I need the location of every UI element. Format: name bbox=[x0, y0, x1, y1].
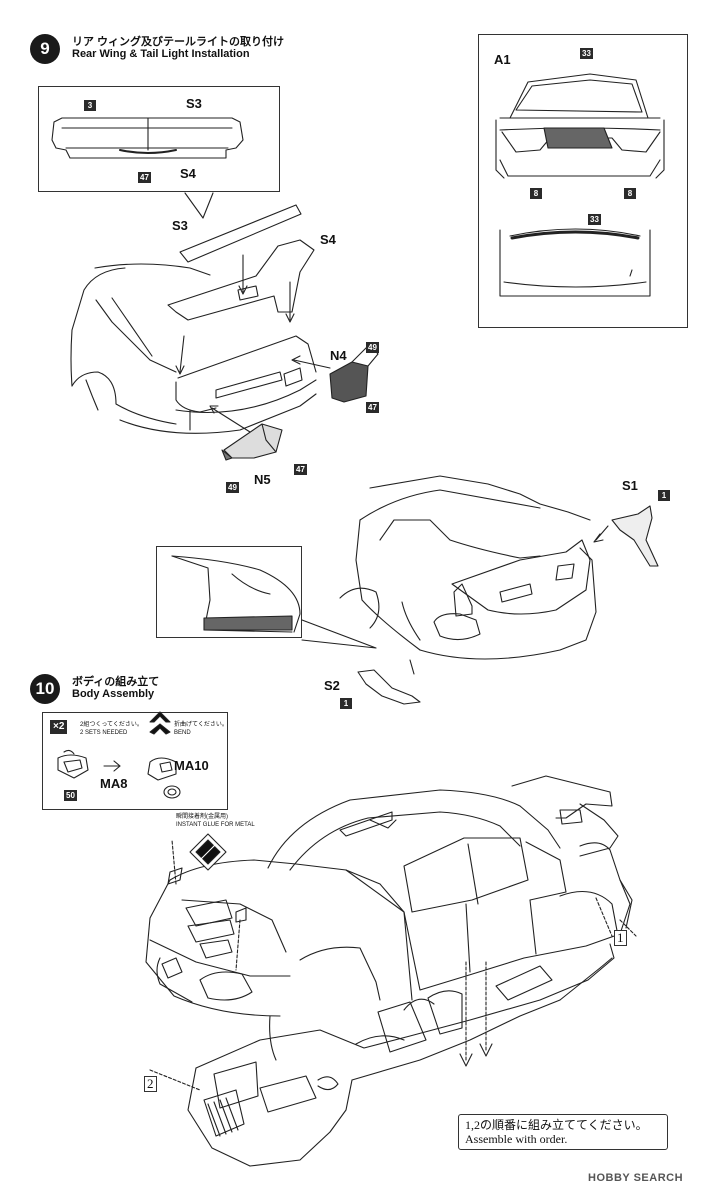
label-s4-inset: S4 bbox=[180, 166, 196, 181]
part-badge-47-inset: 47 bbox=[138, 172, 151, 183]
label-ma10: MA10 bbox=[174, 758, 209, 773]
wing-inset-drawing bbox=[51, 117, 244, 159]
part-badge-8-right: 8 bbox=[624, 188, 636, 199]
bend-note-en: BEND bbox=[174, 730, 191, 736]
part-badge-1-s1: 1 bbox=[658, 490, 670, 501]
assembly-number-2: 2 bbox=[144, 1076, 157, 1092]
part-badge-3: 3 bbox=[84, 100, 96, 111]
bend-note-jp: 折曲げてください。 bbox=[174, 722, 228, 728]
rear-closeup-drawing bbox=[495, 73, 665, 297]
assembly-order-en: Assemble with order. bbox=[465, 1132, 568, 1146]
step-9-title-jp: リア ウィング及びテールライトの取り付け bbox=[72, 36, 285, 48]
part-badge-47-n4: 47 bbox=[366, 402, 379, 413]
step-9-number: 9 bbox=[30, 34, 60, 64]
label-ma8: MA8 bbox=[100, 776, 128, 791]
x2-note-en: 2 SETS NEEDED bbox=[80, 730, 128, 736]
label-n4: N4 bbox=[330, 348, 347, 363]
label-s2: S2 bbox=[324, 678, 340, 693]
watermark: HOBBY SEARCH bbox=[588, 1172, 684, 1184]
label-n5: N5 bbox=[254, 472, 271, 487]
car-s1-drawing bbox=[171, 475, 659, 705]
step-10-title-en: Body Assembly bbox=[72, 688, 155, 700]
part-badge-49-n5: 49 bbox=[226, 482, 239, 493]
part-badge-33-top: 33 bbox=[580, 48, 593, 59]
assembly-order-jp: 1,2の順番に組み立ててください。 bbox=[465, 1118, 648, 1132]
step-10-number: 10 bbox=[30, 674, 60, 704]
step-9-title-en: Rear Wing & Tail Light Installation bbox=[72, 48, 250, 60]
assembly-number-1: 1 bbox=[614, 930, 627, 946]
part-badge-1-s2: 1 bbox=[340, 698, 352, 709]
assembly-order-note: 1,2の順番に組み立ててください。 Assemble with order. bbox=[458, 1114, 668, 1150]
body-assembly-drawing bbox=[145, 775, 637, 1167]
car-rear-drawing bbox=[70, 204, 379, 461]
glue-note-jp: 瞬間接着剤(金属用) bbox=[176, 814, 228, 820]
part-badge-33-bottom: 33 bbox=[588, 214, 601, 225]
x2-note-jp: 2組つくってください。 bbox=[80, 722, 143, 728]
part-badge-49-n4: 49 bbox=[366, 342, 379, 353]
glue-note-en: INSTANT GLUE FOR METAL bbox=[176, 822, 255, 828]
part-badge-8-left: 8 bbox=[530, 188, 542, 199]
part-badge-47-n5: 47 bbox=[294, 464, 307, 475]
label-s1: S1 bbox=[622, 478, 638, 493]
label-a1: A1 bbox=[494, 52, 511, 67]
part-badge-50: 50 bbox=[64, 790, 77, 801]
legend-icons bbox=[57, 711, 181, 799]
x2-icon: ×2 bbox=[50, 720, 68, 734]
step-10-title-jp: ボディの組み立て bbox=[72, 676, 160, 688]
label-s3-main: S3 bbox=[172, 218, 188, 233]
label-s4-main: S4 bbox=[320, 232, 336, 247]
label-s3-inset: S3 bbox=[186, 96, 202, 111]
